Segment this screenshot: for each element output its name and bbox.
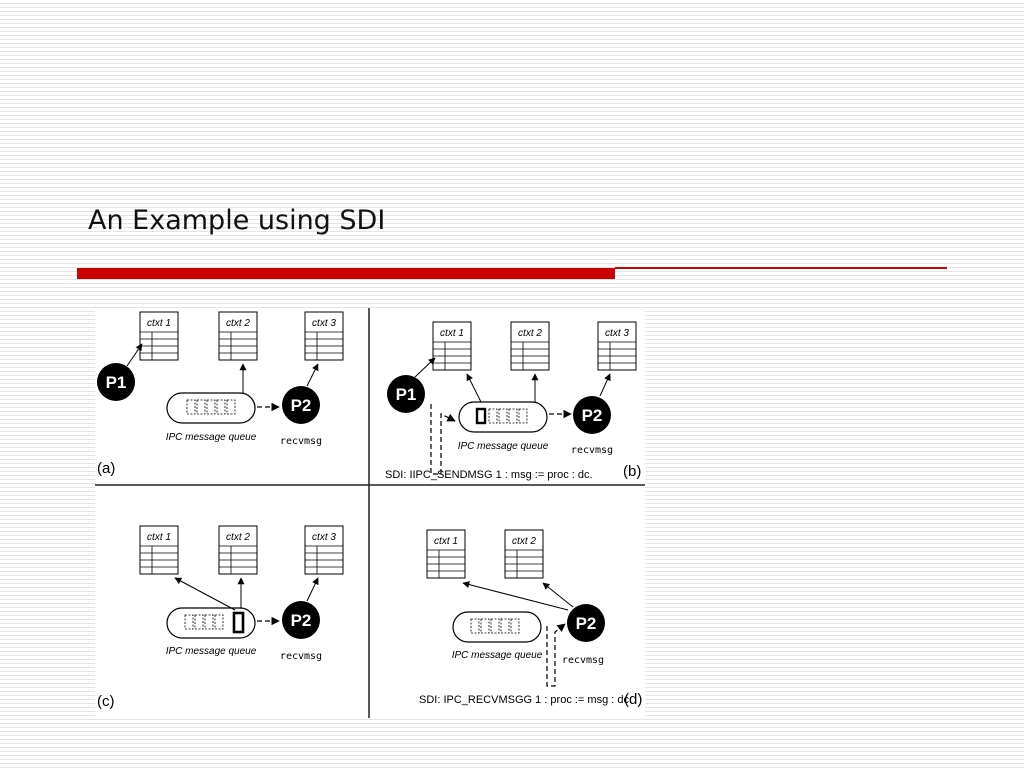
arrow-p2-to-ctxt3 — [306, 363, 319, 387]
sdi-caption: SDI: IIPC_SENDMSG 1 : msg := proc : dc. — [385, 469, 593, 481]
context-label: ctxt 3 — [605, 328, 629, 339]
panel-tag: (a) — [97, 460, 115, 477]
title-underline-thin — [615, 267, 947, 269]
panel-a: ctxt 1 ctxt 2 ctxt 3 P1 — [97, 311, 344, 477]
arrow-p2-to-ctxt3 — [599, 373, 611, 397]
op-label: recvmsg — [571, 445, 613, 456]
context-label: ctxt 1 — [440, 328, 464, 339]
process-label: P2 — [576, 614, 597, 633]
context-table: ctxt 2 — [504, 529, 544, 579]
message-queue — [166, 392, 256, 424]
message-queue — [166, 607, 256, 639]
op-label: recvmsg — [280, 651, 322, 662]
panel-tag: (d) — [624, 691, 642, 708]
arrow-p1-send-to-queue — [430, 404, 456, 475]
panel-tag: (b) — [623, 463, 641, 480]
context-table: ctxt 1 — [426, 529, 466, 579]
process-node-p2: P2 — [282, 601, 320, 639]
context-table: ctxt 2 — [218, 311, 258, 361]
context-label: ctxt 1 — [147, 318, 171, 329]
context-label: ctxt 2 — [226, 532, 250, 543]
arrow-p2-to-ctxt1 — [462, 581, 569, 611]
context-table: ctxt 3 — [304, 525, 344, 575]
arrow-p2-to-ctxt3 — [306, 577, 319, 602]
arrow-queue-to-ctxt1 — [466, 373, 482, 403]
sdi-diagram: ctxt 1 ctxt 2 ctxt 3 P1 — [95, 308, 645, 718]
context-label: ctxt 3 — [312, 532, 336, 543]
sdi-caption: SDI: IPC_RECVMSGG 1 : proc := msg : dc. — [419, 694, 632, 706]
context-label: ctxt 2 — [226, 318, 250, 329]
process-node-p1: P1 — [387, 375, 425, 413]
queue-label: IPC message queue — [166, 646, 257, 657]
op-label: recvmsg — [280, 436, 322, 447]
message-queue — [452, 611, 542, 643]
process-label: P2 — [582, 406, 603, 425]
panel-tag: (c) — [97, 693, 115, 710]
panel-c: ctxt 1 ctxt 2 ctxt 3 I — [97, 525, 344, 710]
process-node-p2: P2 — [573, 396, 611, 434]
context-table: ctxt 1 — [432, 321, 472, 371]
context-table: ctxt 3 — [304, 311, 344, 361]
context-table: ctxt 2 — [510, 321, 550, 371]
op-label: recvmsg — [562, 655, 604, 666]
context-table: ctxt 1 — [139, 525, 179, 575]
context-table: ctxt 1 — [139, 311, 179, 361]
panel-b: ctxt 1 ctxt 2 ctxt 3 P1 — [385, 321, 641, 481]
process-label: P1 — [106, 373, 127, 392]
figure-background — [95, 308, 645, 718]
process-label: P2 — [291, 396, 312, 415]
process-label: P2 — [291, 611, 312, 630]
sdi-example-figure: ctxt 1 ctxt 2 ctxt 3 P1 — [95, 308, 645, 718]
process-node-p2: P2 — [567, 604, 605, 642]
arrow-p1-to-ctxt1 — [126, 343, 143, 367]
context-label: ctxt 1 — [434, 536, 458, 547]
queue-label: IPC message queue — [166, 432, 257, 443]
process-node-p1: P1 — [97, 363, 135, 401]
context-label: ctxt 3 — [312, 318, 336, 329]
title-underline-thick — [77, 268, 615, 279]
queue-label: IPC message queue — [458, 441, 549, 452]
context-label: ctxt 1 — [147, 532, 171, 543]
queue-label: IPC message queue — [452, 650, 543, 661]
panel-d: ctxt 1 ctxt 2 IPC message queue P2 r — [419, 529, 642, 708]
arrow-queue-to-ctxt1 — [174, 577, 236, 611]
arrow-p2-to-ctxt2 — [542, 582, 574, 608]
slide-title: An Example using SDI — [88, 205, 386, 236]
process-node-p2: P2 — [282, 386, 320, 424]
message-queue — [458, 401, 548, 433]
arrow-queue-recv-to-p2 — [546, 623, 566, 687]
context-label: ctxt 2 — [518, 328, 542, 339]
arrow-p1-to-ctxt1 — [414, 357, 436, 378]
context-table: ctxt 3 — [597, 321, 637, 371]
process-label: P1 — [396, 385, 417, 404]
context-label: ctxt 2 — [512, 536, 536, 547]
context-table: ctxt 2 — [218, 525, 258, 575]
